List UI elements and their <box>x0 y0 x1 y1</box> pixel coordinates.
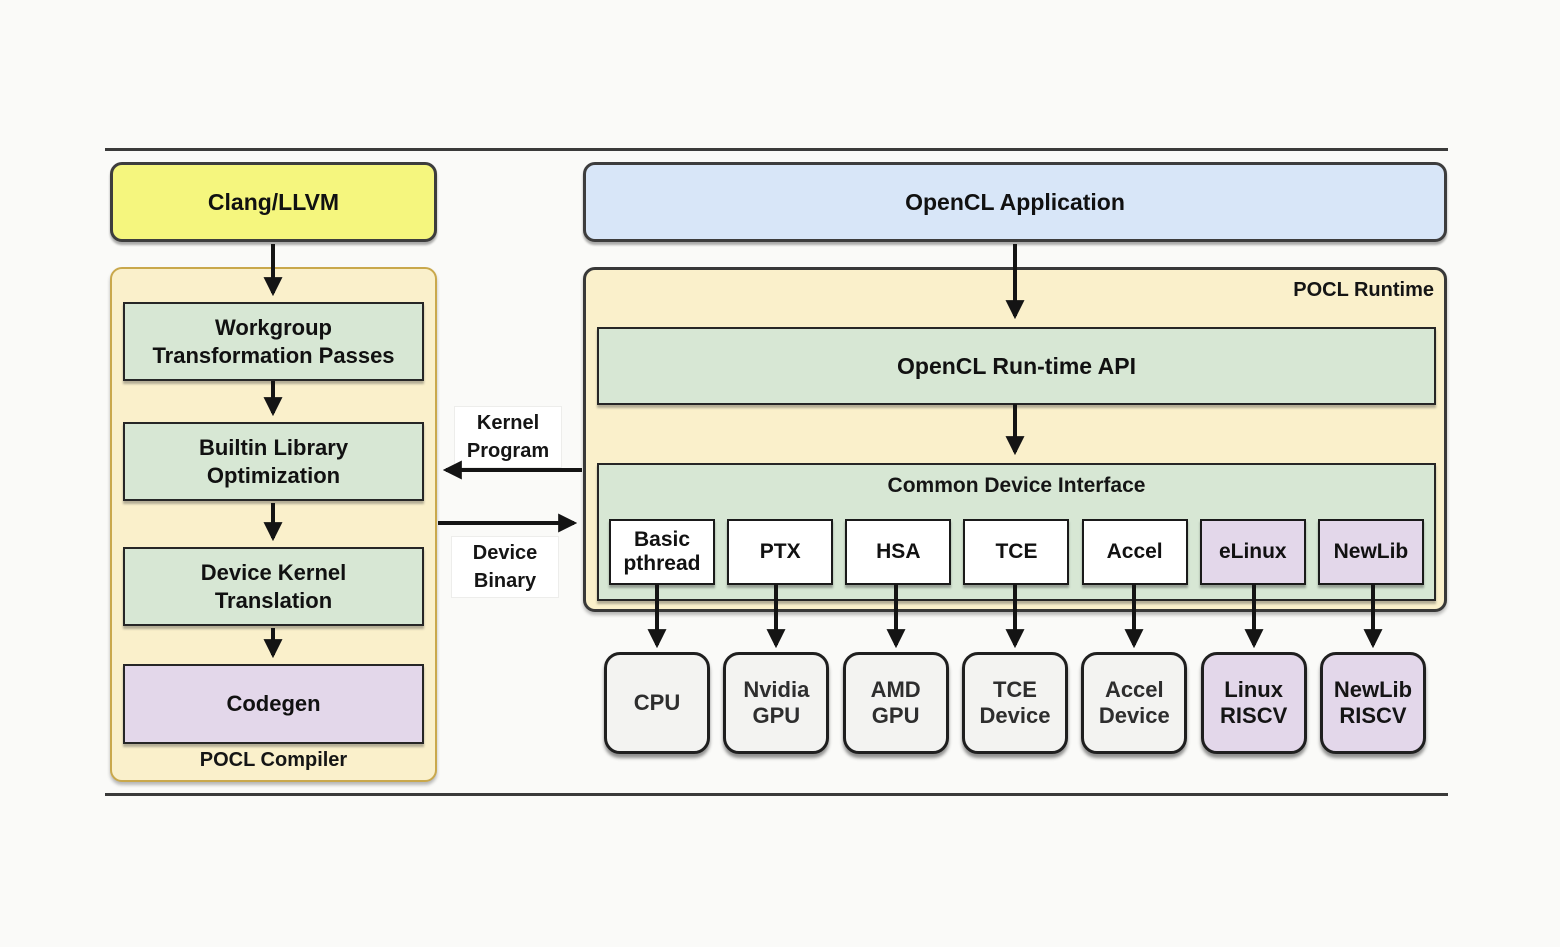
stage-box-builtin-library-optimization: Builtin Library Optimization <box>123 422 424 501</box>
driver-row: Basic pthread PTX HSA TCE Accel eLinux N… <box>609 519 1424 585</box>
kernel-program-label: Kernel Program <box>455 407 561 467</box>
device-row: CPU Nvidia GPU AMD GPU TCE Device Accel … <box>604 652 1426 754</box>
driver-box-hsa: HSA <box>845 519 952 585</box>
device-box-amd-gpu: AMD GPU <box>842 652 949 754</box>
driver-box-newlib: NewLib <box>1317 519 1424 585</box>
common-device-interface-box: Common Device Interface Basic pthread PT… <box>597 463 1436 601</box>
driver-box-ptx: PTX <box>727 519 834 585</box>
opencl-runtime-api-box: OpenCL Run-time API <box>597 327 1436 405</box>
pocl-runtime-container: POCL Runtime OpenCL Run-time API Common … <box>583 267 1447 612</box>
device-box-linux-riscv: Linux RISCV <box>1200 652 1307 754</box>
device-box-cpu: CPU <box>604 652 710 754</box>
pocl-compiler-label: POCL Compiler <box>199 749 348 771</box>
stage-box-workgroup-transformation: Workgroup Transformation Passes <box>123 302 424 381</box>
top-rule <box>105 148 1448 151</box>
driver-box-accel: Accel <box>1081 519 1188 585</box>
stage-box-device-kernel-translation: Device Kernel Translation <box>123 547 424 626</box>
common-device-interface-title: Common Device Interface <box>887 474 1146 497</box>
device-box-accel-device: Accel Device <box>1081 652 1188 754</box>
device-box-newlib-riscv: NewLib RISCV <box>1319 652 1426 754</box>
pocl-runtime-label: POCL Runtime <box>1293 279 1434 301</box>
pocl-compiler-container: Workgroup Transformation Passes Builtin … <box>110 267 437 782</box>
device-box-nvidia-gpu: Nvidia GPU <box>723 652 830 754</box>
opencl-application-box: OpenCL Application <box>583 162 1447 242</box>
clang-llvm-box: Clang/LLVM <box>110 162 437 242</box>
stage-box-codegen: Codegen <box>123 664 424 744</box>
device-box-tce-device: TCE Device <box>961 652 1068 754</box>
bottom-rule <box>105 793 1448 796</box>
driver-box-elinux: eLinux <box>1199 519 1306 585</box>
device-binary-label: Device Binary <box>452 537 558 597</box>
driver-box-basic-pthread: Basic pthread <box>609 519 715 585</box>
driver-box-tce: TCE <box>963 519 1070 585</box>
